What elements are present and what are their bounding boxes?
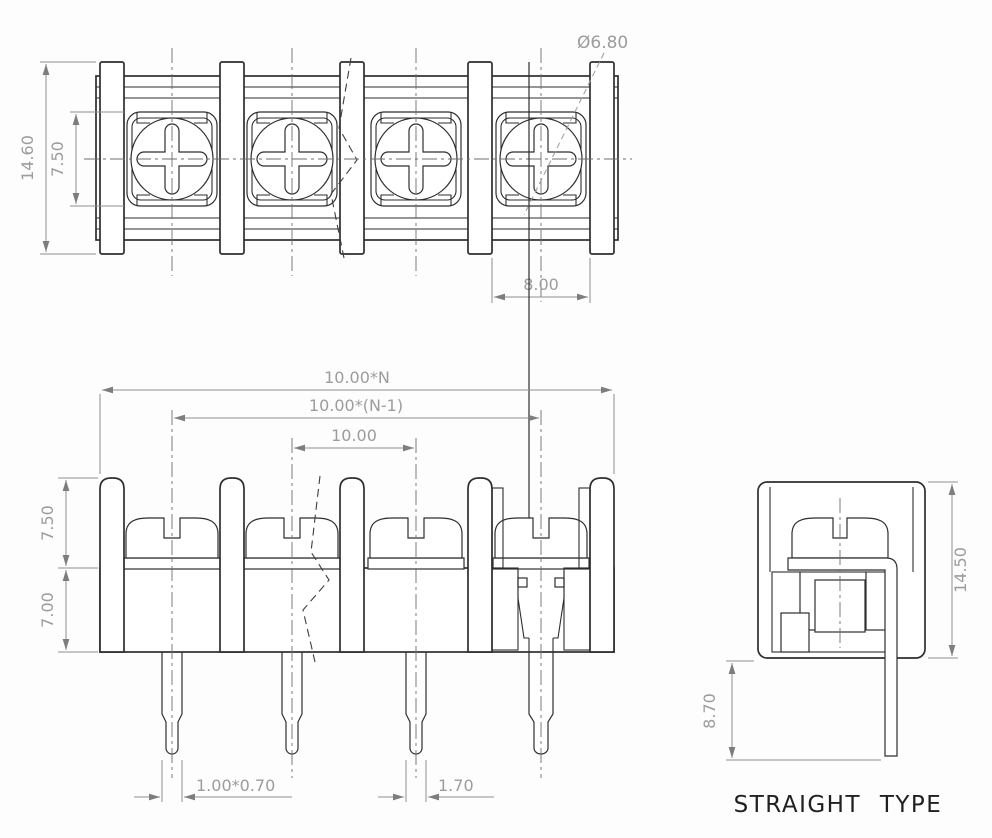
dim-upper-height: 7.50 (38, 477, 98, 569)
dim-pin-width: 1.70 (378, 760, 494, 802)
dim-center-span: 10.00*(N-1) (174, 396, 539, 422)
barrier-post (339, 61, 365, 255)
dim-pitch-label: 10.00 (331, 426, 377, 445)
dim-pin-cross-section-label: 1.00*0.70 (196, 776, 275, 795)
dim-body-height-label: 7.00 (38, 592, 57, 628)
dim-pin-cross-section: 1.00*0.70 (134, 760, 292, 802)
barrier-post (467, 61, 493, 255)
cavity-tab (554, 577, 565, 588)
barrier-post (99, 477, 125, 653)
top-view: Ø6.80 14.60 7.50 8.00 (18, 33, 632, 303)
dim-end-opening-label: 8.00 (523, 275, 559, 294)
dim-body-height: 7.00 (38, 570, 98, 653)
dim-center-span-label: 10.00*(N-1) (309, 396, 403, 415)
clamp-and-pin (787, 557, 898, 757)
dim-overall-height: 14.50 (928, 481, 970, 659)
dim-pin-width-label: 1.70 (438, 776, 474, 795)
dim-pin-length-label: 8.70 (700, 693, 719, 729)
barrier-post (219, 61, 245, 255)
dim-pin-length: 8.70 (700, 660, 881, 761)
dim-screw-diameter: Ø6.80 (523, 33, 628, 216)
dim-screw-opening-label: 7.50 (48, 141, 67, 177)
section-wall (563, 567, 591, 651)
funnel-wall (517, 570, 529, 639)
dim-screw-opening: 7.50 (48, 111, 124, 207)
sectioned-cell (491, 487, 591, 652)
cavity-tab (517, 577, 528, 588)
dim-overall-width-label: 10.00*N (324, 368, 390, 387)
dim-pitch: 10.00 (294, 426, 414, 452)
dim-overall-width: 10.00*N (99, 368, 615, 474)
barrier-post (339, 477, 365, 653)
barrier-post (99, 61, 125, 255)
break-line (330, 57, 358, 259)
leader-line (523, 52, 605, 216)
side-notch (780, 612, 810, 653)
barrier-post (219, 477, 245, 653)
barrier-post (589, 477, 615, 653)
front-view: 10.00*N 10.00*(N-1) 10.00 7.50 7.00 (38, 62, 615, 802)
side-view: 14.50 8.70 STRAIGHT TYPE (700, 481, 970, 818)
dim-screw-diameter-label: Ø6.80 (577, 33, 628, 53)
caption-straight-type: STRAIGHT TYPE (734, 792, 943, 818)
dim-overall-depth: 14.60 (18, 61, 96, 255)
dim-overall-height-label: 14.50 (951, 547, 970, 593)
barrier-post (589, 61, 615, 255)
funnel-wall (553, 570, 565, 639)
break-line (302, 475, 330, 663)
dim-upper-height-label: 7.50 (38, 505, 57, 541)
dim-end-opening: 8.00 (491, 258, 591, 303)
barrier-post (467, 477, 493, 653)
dim-overall-depth-label: 14.60 (18, 135, 37, 181)
section-wall (491, 567, 519, 651)
